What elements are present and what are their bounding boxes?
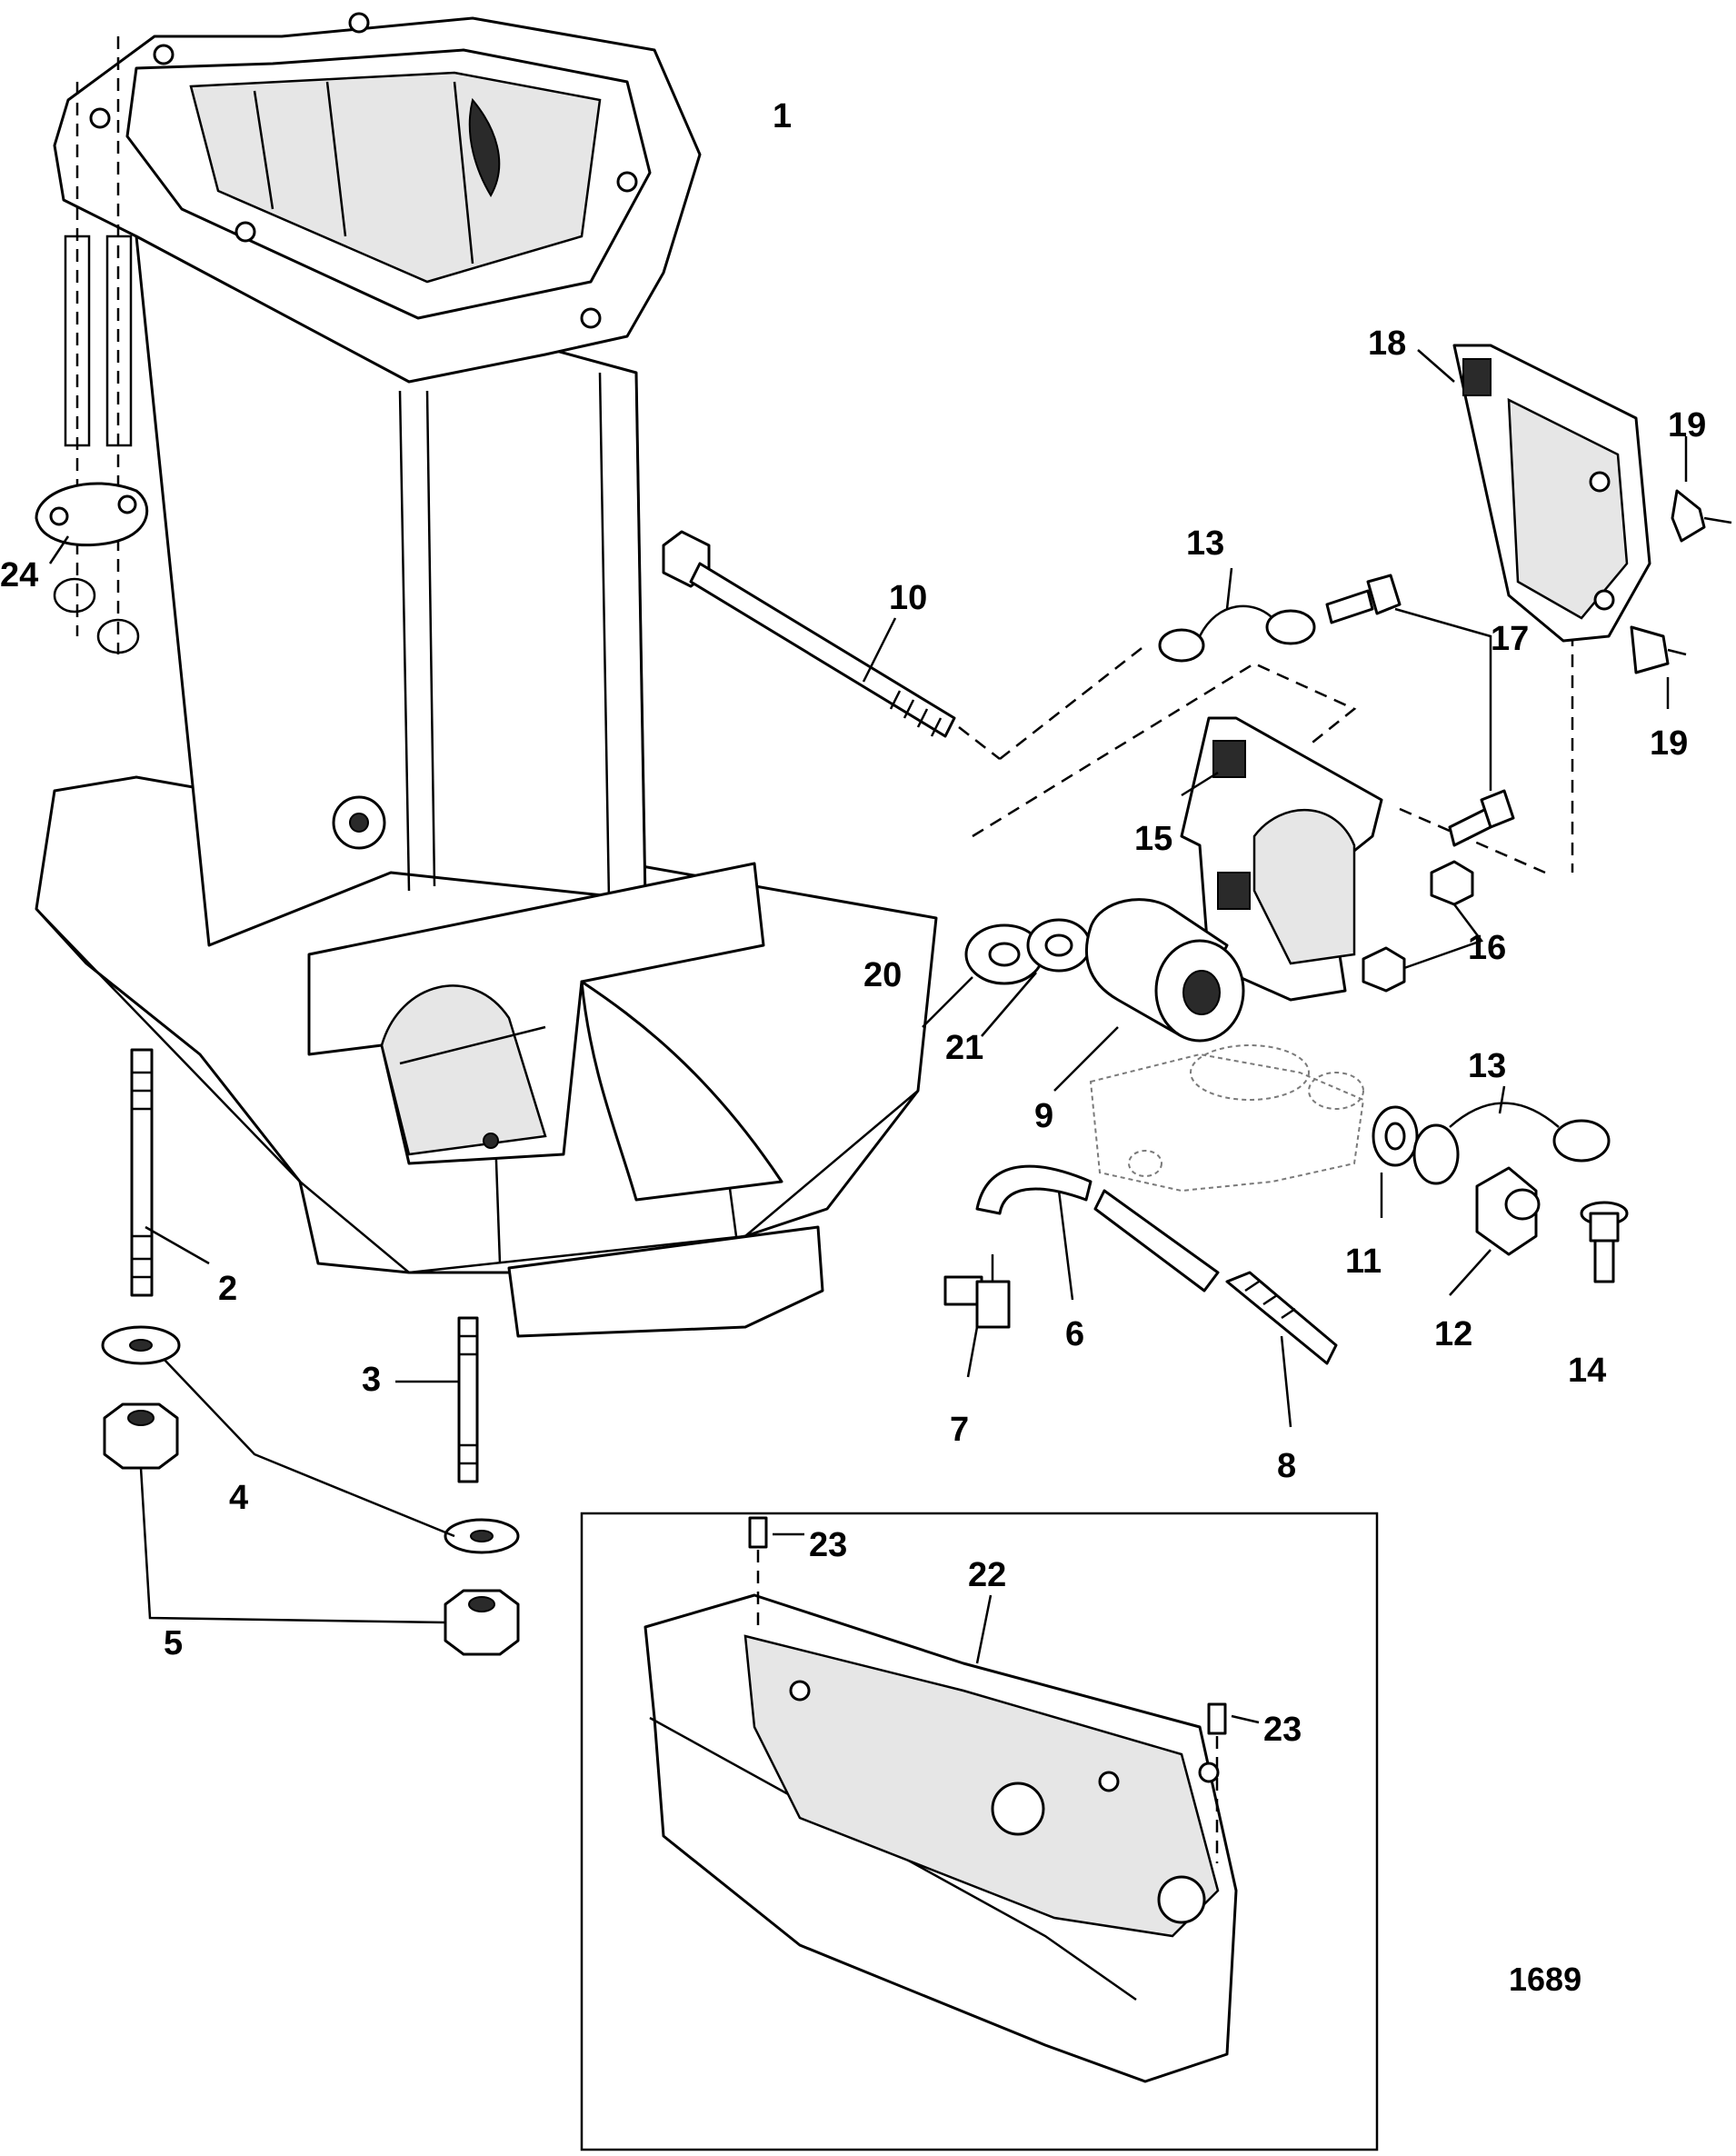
callout-3: 3 — [362, 1361, 381, 1399]
washer-medium — [1026, 918, 1092, 973]
flat-washer — [1372, 1105, 1419, 1167]
hex-nut — [103, 1402, 179, 1470]
pan-screw-lower — [1630, 625, 1687, 674]
callout-24: 24 — [0, 556, 38, 594]
callout-labels: 1 2 3 4 5 6 7 8 9 10 11 12 13 13 14 15 1… — [0, 97, 1706, 1749]
stud-nuts — [53, 577, 140, 654]
callout-19-upper: 19 — [1668, 406, 1706, 444]
callout-4: 4 — [229, 1479, 248, 1517]
callout-23-upper: 23 — [809, 1526, 847, 1564]
callout-8: 8 — [1277, 1447, 1296, 1485]
callout-5: 5 — [164, 1624, 183, 1662]
stud-retainer-plate — [35, 482, 149, 547]
elbow-fitting — [943, 1254, 1011, 1329]
callout-11: 11 — [1345, 1243, 1382, 1281]
callout-18: 18 — [1368, 324, 1406, 363]
clamp-bracket — [1180, 716, 1383, 1002]
callout-7: 7 — [950, 1411, 969, 1449]
callout-2: 2 — [218, 1270, 237, 1308]
pan-screw-upper — [1671, 489, 1732, 543]
driveshaft-housing — [35, 12, 938, 1338]
callout-14: 14 — [1568, 1352, 1606, 1390]
ground-strap-lower — [1412, 1102, 1611, 1185]
cover-plate — [1452, 344, 1651, 643]
washer-small — [444, 1518, 520, 1554]
flange-nut-lower — [1362, 946, 1406, 993]
callout-1: 1 — [773, 97, 792, 135]
callout-17: 17 — [1491, 620, 1529, 658]
dowel-pin-lower — [1207, 1702, 1227, 1863]
ground-strap-upper — [1158, 604, 1316, 663]
callout-15: 15 — [1134, 820, 1172, 858]
through-bolt — [662, 530, 1001, 760]
hex-flange-screw — [1580, 1201, 1629, 1283]
hose-nozzle — [1225, 1271, 1338, 1365]
callout-12: 12 — [1434, 1315, 1472, 1353]
short-stud — [457, 1316, 479, 1483]
callout-22: 22 — [968, 1556, 1006, 1594]
figure-number: 1689 — [1509, 1961, 1581, 1998]
screw-upper — [1325, 574, 1402, 624]
callout-13-lower: 13 — [1468, 1047, 1506, 1085]
elastic-locknut — [1475, 1166, 1541, 1256]
washer — [101, 1325, 181, 1365]
long-stud — [130, 1048, 154, 1297]
callout-21: 21 — [945, 1029, 983, 1067]
callout-20: 20 — [863, 956, 902, 994]
callout-6: 6 — [1065, 1315, 1084, 1353]
hex-nut-small — [444, 1589, 520, 1656]
water-hose — [975, 1164, 1220, 1293]
callout-9: 9 — [1034, 1097, 1053, 1135]
flange-nut-upper — [1430, 860, 1474, 906]
dowel-pin-upper — [748, 1516, 768, 1627]
screw-lower — [1448, 789, 1515, 847]
rubber-mount-bushing — [1084, 898, 1245, 1043]
callout-19-lower: 19 — [1650, 724, 1688, 763]
spacer-plate — [644, 1593, 1238, 2083]
callout-23-lower: 23 — [1263, 1711, 1302, 1749]
steering-yoke-ghost — [1089, 1044, 1365, 1193]
callout-10: 10 — [889, 579, 927, 617]
callout-13-upper: 13 — [1186, 524, 1224, 563]
callout-16: 16 — [1468, 929, 1506, 967]
inset-panel — [580, 1512, 1379, 2151]
